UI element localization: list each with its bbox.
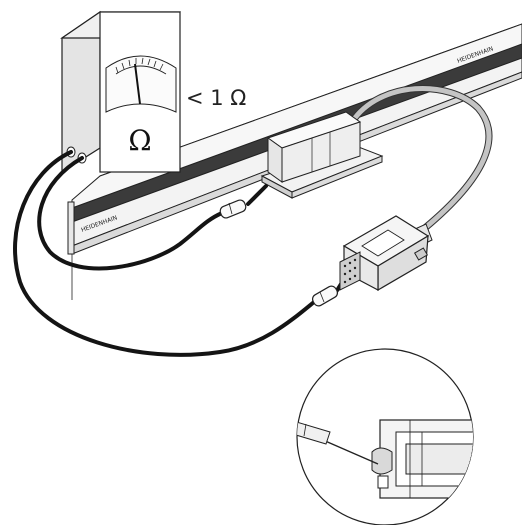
- meter-scale-ticks: [115, 57, 164, 74]
- gray-cable: [348, 85, 493, 236]
- ohmmeter: Ω: [60, 10, 181, 174]
- detail-view: [296, 348, 474, 525]
- meter-dial: [105, 55, 177, 113]
- ferrite-bead-lower: [311, 285, 339, 307]
- meter-needle: [134, 63, 141, 105]
- resistance-reading: < 1 Ω: [186, 86, 247, 110]
- ferrite-bead-upper: [219, 199, 247, 219]
- connector-pins: [343, 258, 357, 284]
- sub-d-connector: [339, 215, 433, 292]
- ohm-symbol: Ω: [128, 124, 151, 157]
- scanning-head: [260, 111, 384, 199]
